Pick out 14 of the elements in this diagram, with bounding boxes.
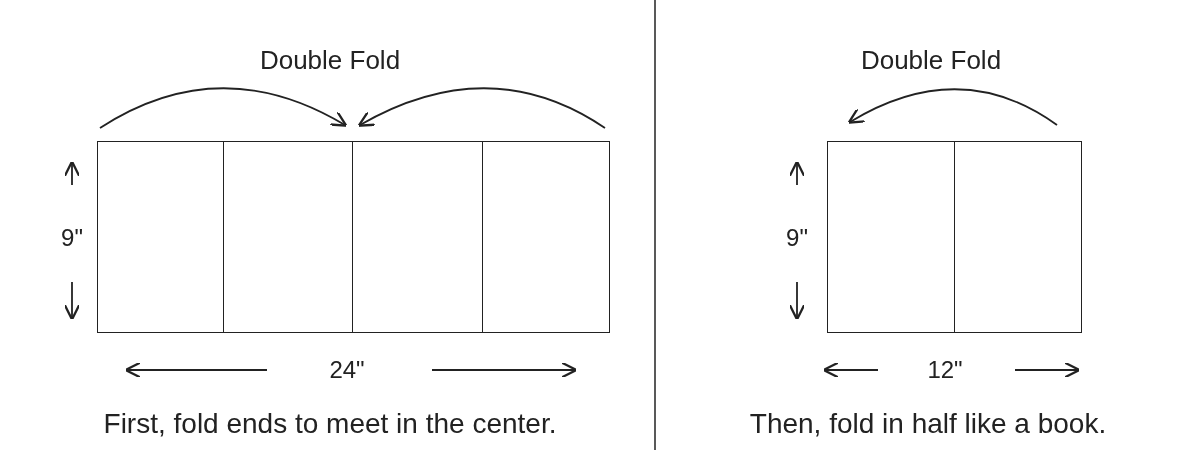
caption-text: First, fold ends to meet in the center.	[103, 410, 557, 438]
dimension-label: 12"	[927, 358, 963, 382]
dimension-label: 9"	[61, 226, 83, 250]
dimension-label: 9"	[786, 226, 808, 250]
fold-panel	[482, 141, 610, 333]
fold-panel	[352, 141, 483, 333]
fold-label: Double Fold	[860, 47, 1002, 73]
caption-text: Then, fold in half like a book.	[749, 410, 1107, 438]
dimension-label: 24"	[329, 358, 365, 382]
fold-panel	[223, 141, 353, 333]
fold-panel	[97, 141, 224, 333]
fold-label: Double Fold	[259, 47, 401, 73]
fold-panel	[954, 141, 1082, 333]
fold-panel	[827, 141, 955, 333]
